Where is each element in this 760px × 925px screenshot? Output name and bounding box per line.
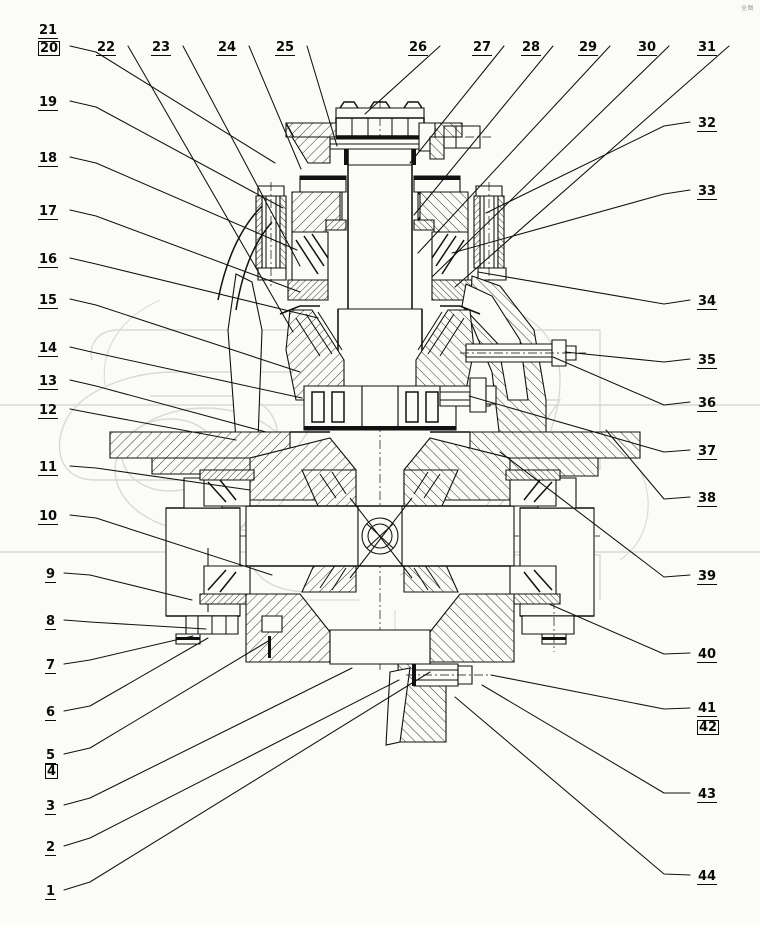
side-screw-upper-right (460, 339, 586, 367)
callout-23: 23 (151, 40, 172, 56)
callout-43: 43 (697, 787, 718, 803)
callout-22: 22 (96, 40, 117, 56)
callout-7: 7 (45, 658, 57, 674)
callout-35: 35 (697, 353, 718, 369)
callout-32: 32 (697, 116, 718, 132)
callout-34: 34 (697, 294, 718, 310)
callout-44: 44 (697, 869, 718, 885)
callout-27: 27 (472, 40, 493, 56)
callout-39: 39 (697, 569, 718, 585)
callout-36: 36 (697, 396, 718, 412)
callout-41: 41 (697, 701, 718, 717)
mounting-flange (109, 431, 641, 477)
callout-40: 40 (697, 647, 718, 663)
side-bolt-right (473, 182, 507, 286)
top-flange (285, 122, 492, 164)
callout-24: 24 (217, 40, 238, 56)
callout-19: 19 (38, 95, 59, 111)
callout-14: 14 (38, 341, 59, 357)
callout-42: 42 (697, 720, 720, 735)
callout-9: 9 (45, 567, 57, 583)
axle-shaft (245, 497, 515, 579)
callout-6: 6 (45, 705, 57, 721)
top-yoke-nut-group (329, 101, 431, 150)
center-bearing-assembly (303, 385, 457, 431)
callout-5: 5 (45, 748, 57, 764)
callout-15: 15 (38, 293, 59, 309)
callout-33: 33 (697, 184, 718, 200)
callout-1: 1 (45, 884, 57, 900)
lower-bearing-right-2 (505, 565, 561, 605)
callout-8: 8 (45, 614, 57, 630)
callout-21: 21 (38, 23, 59, 39)
callout-16: 16 (38, 252, 59, 268)
callout-25: 25 (275, 40, 296, 56)
callout-28: 28 (521, 40, 542, 56)
callout-2: 2 (45, 840, 57, 856)
callout-17: 17 (38, 204, 59, 220)
pinion-shaft (337, 148, 423, 418)
lower-housing-body (245, 593, 515, 665)
leader-lines (63, 45, 730, 891)
side-screw-mid-right (439, 377, 497, 413)
lower-bearing-left (199, 469, 255, 507)
callout-4: 4 (45, 764, 59, 779)
callout-12: 12 (38, 403, 59, 419)
callout-13: 13 (38, 374, 59, 390)
callout-30: 30 (637, 40, 658, 56)
taper-bearing-left (287, 231, 329, 301)
callout-26: 26 (408, 40, 429, 56)
sheet-corner-mark: 全图 (740, 5, 754, 12)
callout-29: 29 (578, 40, 599, 56)
callout-3: 3 (45, 799, 57, 815)
callout-18: 18 (38, 151, 59, 167)
callout-11: 11 (38, 460, 59, 476)
crown-gear (279, 305, 481, 401)
callout-10: 10 (38, 509, 59, 525)
bottom-output-hub (385, 663, 492, 746)
side-bolt-left (255, 182, 287, 286)
callout-31: 31 (697, 40, 718, 56)
callout-38: 38 (697, 491, 718, 507)
callout-37: 37 (697, 444, 718, 460)
lower-bearing-right (505, 469, 561, 507)
callout-20: 20 (38, 41, 61, 56)
